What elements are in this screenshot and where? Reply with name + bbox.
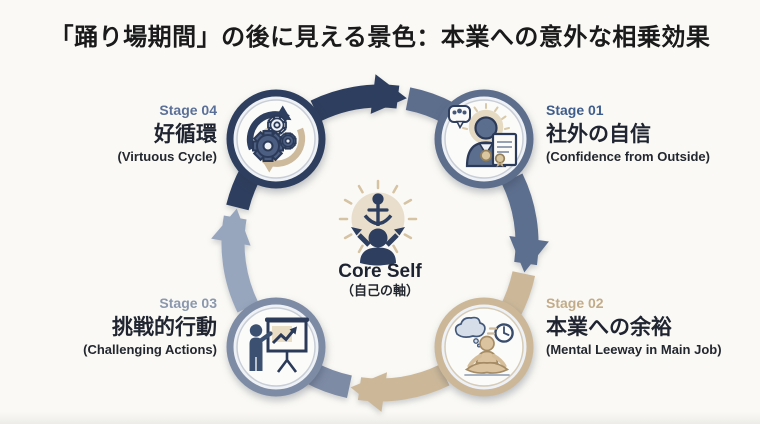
stage-01-number: Stage 01 (546, 102, 604, 118)
stage-04-subtitle: (Virtuous Cycle) (117, 149, 217, 164)
core-self-anchor-icon (338, 179, 418, 266)
core-self-subtitle: （自己の軸） (340, 283, 419, 298)
core-rays (338, 179, 418, 254)
bottom-shadow (0, 412, 760, 424)
page-title: 「踊り場期間」の後に見える景色：本業への意外な相乗効果 (49, 24, 711, 51)
meditation-clock-icon (444, 307, 524, 387)
meditating-person (464, 335, 510, 374)
clock-icon (486, 323, 514, 343)
stage-03-number: Stage 03 (159, 295, 217, 311)
anchor-icon (363, 193, 393, 226)
medal-icon (480, 149, 492, 162)
stage-01-title: 社外の自信 (546, 123, 651, 146)
stage-02-number: Stage 02 (546, 295, 604, 311)
stage-01-subtitle: (Confidence from Outside) (546, 149, 710, 164)
person-head (474, 116, 498, 140)
stage-04-label: Stage 04 好循環 (Virtuous Cycle) (118, 103, 217, 165)
arrow-stage01-to-stage02 (501, 173, 549, 273)
certificate-icon (491, 132, 518, 167)
core-person-silhouette (351, 227, 405, 266)
stage-04-title: 好循環 (154, 123, 217, 146)
chart-board (265, 317, 309, 373)
stage-04-number: Stage 04 (159, 102, 217, 118)
stage-02-subtitle: (Mental Leeway in Main Job) (546, 342, 722, 357)
stage-02-label: Stage 02 本業への余裕 (Mental Leeway in Main J… (546, 296, 722, 358)
core-self-title: Core Self (338, 261, 422, 282)
arrow-stage04-to-stage01 (310, 74, 407, 122)
stage-02-title: 本業への余裕 (546, 316, 672, 339)
speech-bubble-icon (448, 105, 471, 123)
presenter-person (249, 324, 273, 371)
arrow-stage02-to-stage03 (350, 364, 450, 412)
stage-03-subtitle: (Challenging Actions) (83, 342, 217, 357)
thought-cloud-icon (454, 316, 486, 338)
stage-03-label: Stage 03 挑戦的行動 (Challenging Actions) (83, 296, 217, 358)
confidence-badge-certificate-icon (444, 99, 524, 179)
core-self-label: Core Self （自己の軸） (290, 261, 470, 299)
stage-01-label: Stage 01 社外の自信 (Confidence from Outside) (546, 103, 710, 165)
arrow-stage03-to-stage04 (211, 208, 259, 313)
presentation-growth-chart-icon (236, 307, 316, 387)
gears-cycle-icon (236, 99, 316, 179)
stage-03-title: 挑戦的行動 (112, 316, 217, 339)
